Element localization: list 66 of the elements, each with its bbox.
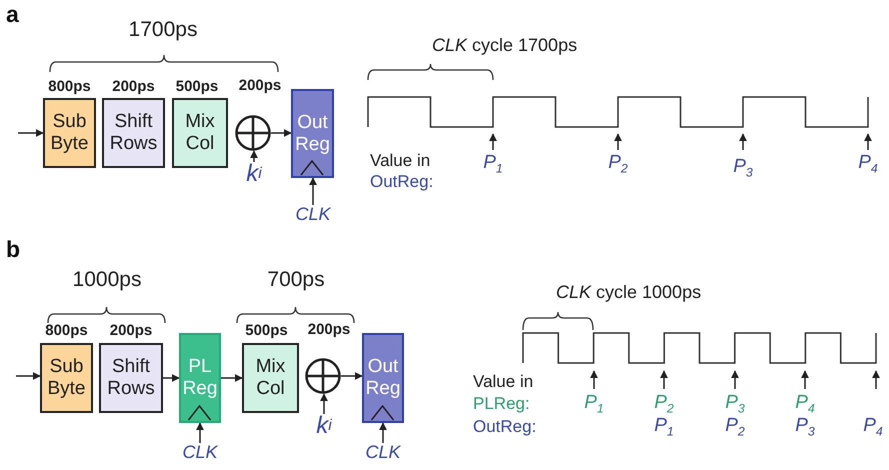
arrow [271, 129, 292, 137]
arrow [341, 372, 363, 380]
pipeline-value: P$_{4}$ [795, 393, 815, 416]
delay-label: 200ps [110, 322, 152, 339]
register-name: OutReg: [370, 173, 434, 192]
cycle-label: CLK cycle 1700ps [432, 36, 578, 56]
block-label: Shift Rows [106, 356, 156, 400]
block-label: Out Reg [294, 112, 331, 156]
pipeline-value: P$_{3}$ [733, 157, 753, 180]
block-label: Shift Rows [108, 111, 158, 155]
register-name: OutReg: [473, 418, 536, 437]
caption-text: Value in [370, 152, 430, 171]
arrow [196, 422, 204, 443]
caption-text: Value in [473, 373, 534, 392]
arrow [163, 374, 180, 382]
arrow [18, 129, 44, 137]
block-label: Sub Byte [49, 111, 90, 155]
pipeline-value: P$_{2}$ [654, 393, 674, 416]
process-box [99, 343, 163, 413]
register-box [362, 333, 404, 423]
panel-letter: b [6, 237, 20, 262]
delay-label: 800ps [45, 322, 88, 339]
delay-total-label: 700ps [267, 268, 325, 292]
process-box [172, 98, 228, 168]
block-label: Out Reg [364, 356, 402, 400]
arrow [221, 374, 243, 382]
arrow [379, 422, 387, 443]
pipeline-value: P$_{4}$ [863, 416, 883, 439]
block-label: Mix Col [254, 356, 286, 400]
pipeline-value: P$_{1}$ [483, 153, 503, 176]
delay-total-label: 1000ps [72, 268, 142, 292]
arrow [250, 150, 258, 162]
register-name: PLReg: [473, 395, 530, 414]
pipeline-value: P$_{2}$ [725, 416, 745, 439]
xor-node [235, 115, 271, 151]
delay-label: 500ps [176, 78, 218, 95]
arrow [309, 177, 317, 205]
xor-node [305, 358, 341, 394]
pipeline-value: P$_{3}$ [725, 393, 745, 416]
panel-letter: a [6, 2, 19, 28]
block-label: PL Reg [182, 356, 218, 400]
delay-label: 800ps [48, 78, 91, 95]
process-box [102, 98, 165, 168]
register-box [179, 333, 221, 423]
pipeline-value: P$_{4}$ [858, 153, 878, 176]
pipeline-value: P$_{2}$ [608, 153, 628, 176]
process-box [43, 98, 96, 168]
block-label: Sub Byte [46, 356, 87, 400]
delay-label: 200ps [112, 78, 155, 95]
clock-input-label: CLK [360, 441, 406, 463]
delay-label: 500ps [245, 322, 288, 339]
pipeline-value: P$_{3}$ [795, 416, 815, 439]
process-box [242, 343, 299, 413]
clock-input-label: CLK [177, 441, 223, 463]
register-box [291, 89, 334, 178]
delay-label: 200ps [308, 322, 350, 338]
cycle-label: CLK cycle 1000ps [556, 283, 702, 303]
block-label: Mix Col [184, 111, 216, 155]
pipeline-value: P$_{1}$ [654, 416, 674, 439]
process-box [40, 343, 93, 413]
arrow [320, 393, 328, 414]
delay-label: 200ps [238, 78, 282, 94]
delay-total-label: 1700ps [128, 18, 198, 42]
pipeline-value: P$_{1}$ [584, 393, 604, 416]
arrow [16, 372, 41, 380]
clock-input-label: CLK [290, 203, 336, 225]
